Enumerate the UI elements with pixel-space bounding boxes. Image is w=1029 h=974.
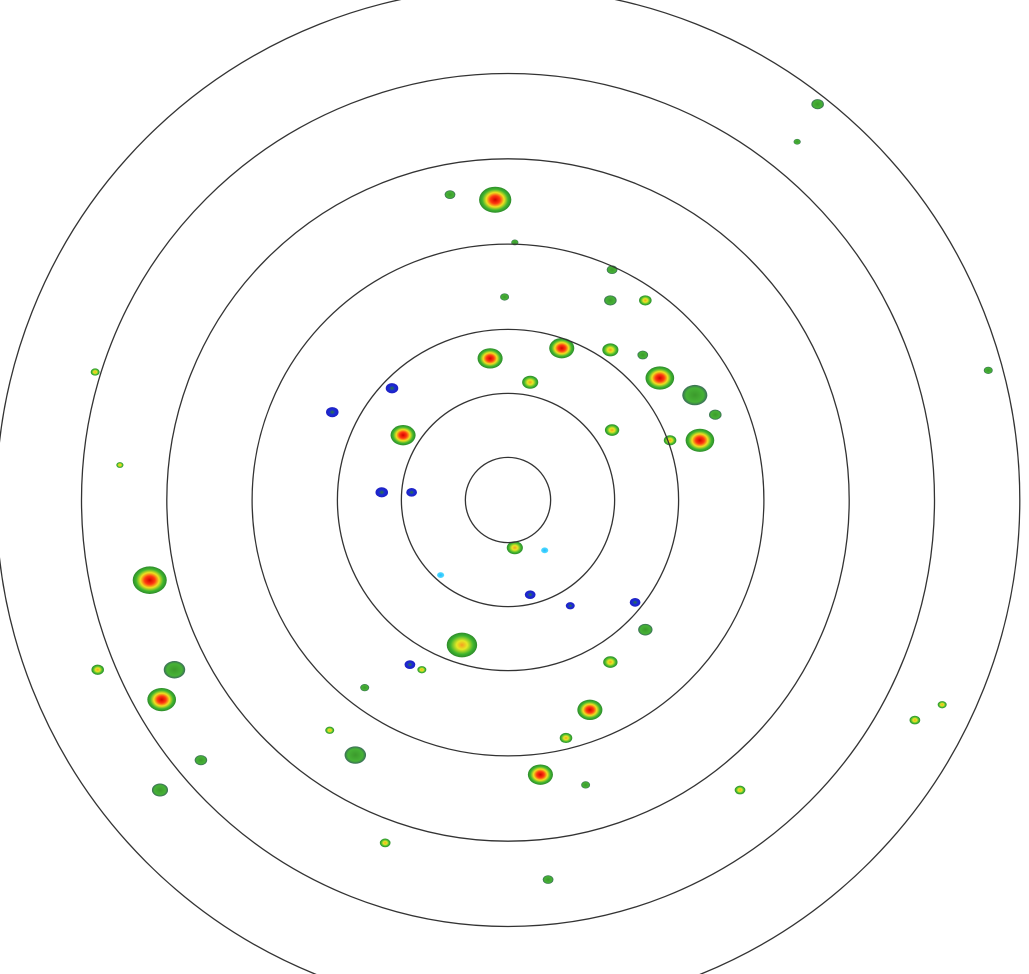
radar-echo [194, 755, 208, 766]
radar-echo [132, 566, 167, 594]
echo-layer [90, 99, 993, 884]
radar-echo [602, 343, 619, 357]
radar-echo [527, 764, 553, 785]
radar-echo [406, 487, 417, 497]
radar-echo [385, 383, 399, 394]
radar-echo [542, 875, 554, 884]
radar-echo [682, 384, 708, 406]
radar-echo [604, 424, 620, 436]
radar-echo [638, 623, 653, 636]
radar-echo [937, 701, 947, 709]
radar-echo [603, 656, 618, 668]
radar-echo [479, 186, 512, 213]
radar-echo [793, 138, 801, 145]
radar-echo [446, 632, 478, 658]
radar-echo [709, 409, 722, 420]
radar-echo [637, 350, 649, 360]
radar-echo [151, 783, 169, 797]
radar-echo [90, 368, 100, 376]
radar-echo [541, 547, 549, 554]
radar-echo [639, 295, 652, 306]
radar-echo [565, 602, 575, 610]
radar-echo [326, 407, 339, 418]
radar-echo [734, 785, 746, 795]
radar-echo [629, 598, 641, 607]
radar-echo [91, 664, 104, 675]
radar-echo [645, 366, 675, 390]
radar-echo [477, 348, 503, 369]
radar-echo [500, 293, 510, 301]
radar-echo [344, 746, 367, 764]
radar-echo [581, 781, 591, 789]
radar-echo [444, 190, 456, 199]
radar-echo [147, 688, 177, 712]
radar-echo [577, 699, 603, 720]
range-ring-5 [166, 158, 850, 842]
radar-echo [390, 425, 416, 446]
radar-echo [379, 838, 391, 848]
range-ring-6 [80, 72, 936, 928]
radar-echo [116, 462, 124, 468]
radar-echo [549, 338, 575, 359]
radar-echo [524, 590, 536, 600]
radar-echo [437, 572, 445, 578]
range-ring-1 [464, 456, 552, 544]
radar-echo [522, 375, 539, 389]
radar-echo [404, 660, 416, 669]
radar-echo [604, 295, 617, 306]
radar-echo [506, 541, 523, 555]
radar-echo [685, 428, 715, 452]
radar-echo [360, 684, 370, 692]
radar-echo [163, 661, 186, 679]
range-ring-4 [251, 243, 765, 757]
radar-echo [811, 99, 824, 110]
radar-echo [983, 366, 993, 374]
range-ring-2 [400, 392, 616, 608]
radar-echo [909, 715, 921, 725]
radar-echo [663, 435, 677, 446]
radar-echo [559, 732, 573, 744]
range-ring-3 [336, 328, 680, 672]
radar-echo [375, 487, 389, 498]
radar-echo [417, 666, 427, 674]
radar-echo [325, 726, 335, 734]
